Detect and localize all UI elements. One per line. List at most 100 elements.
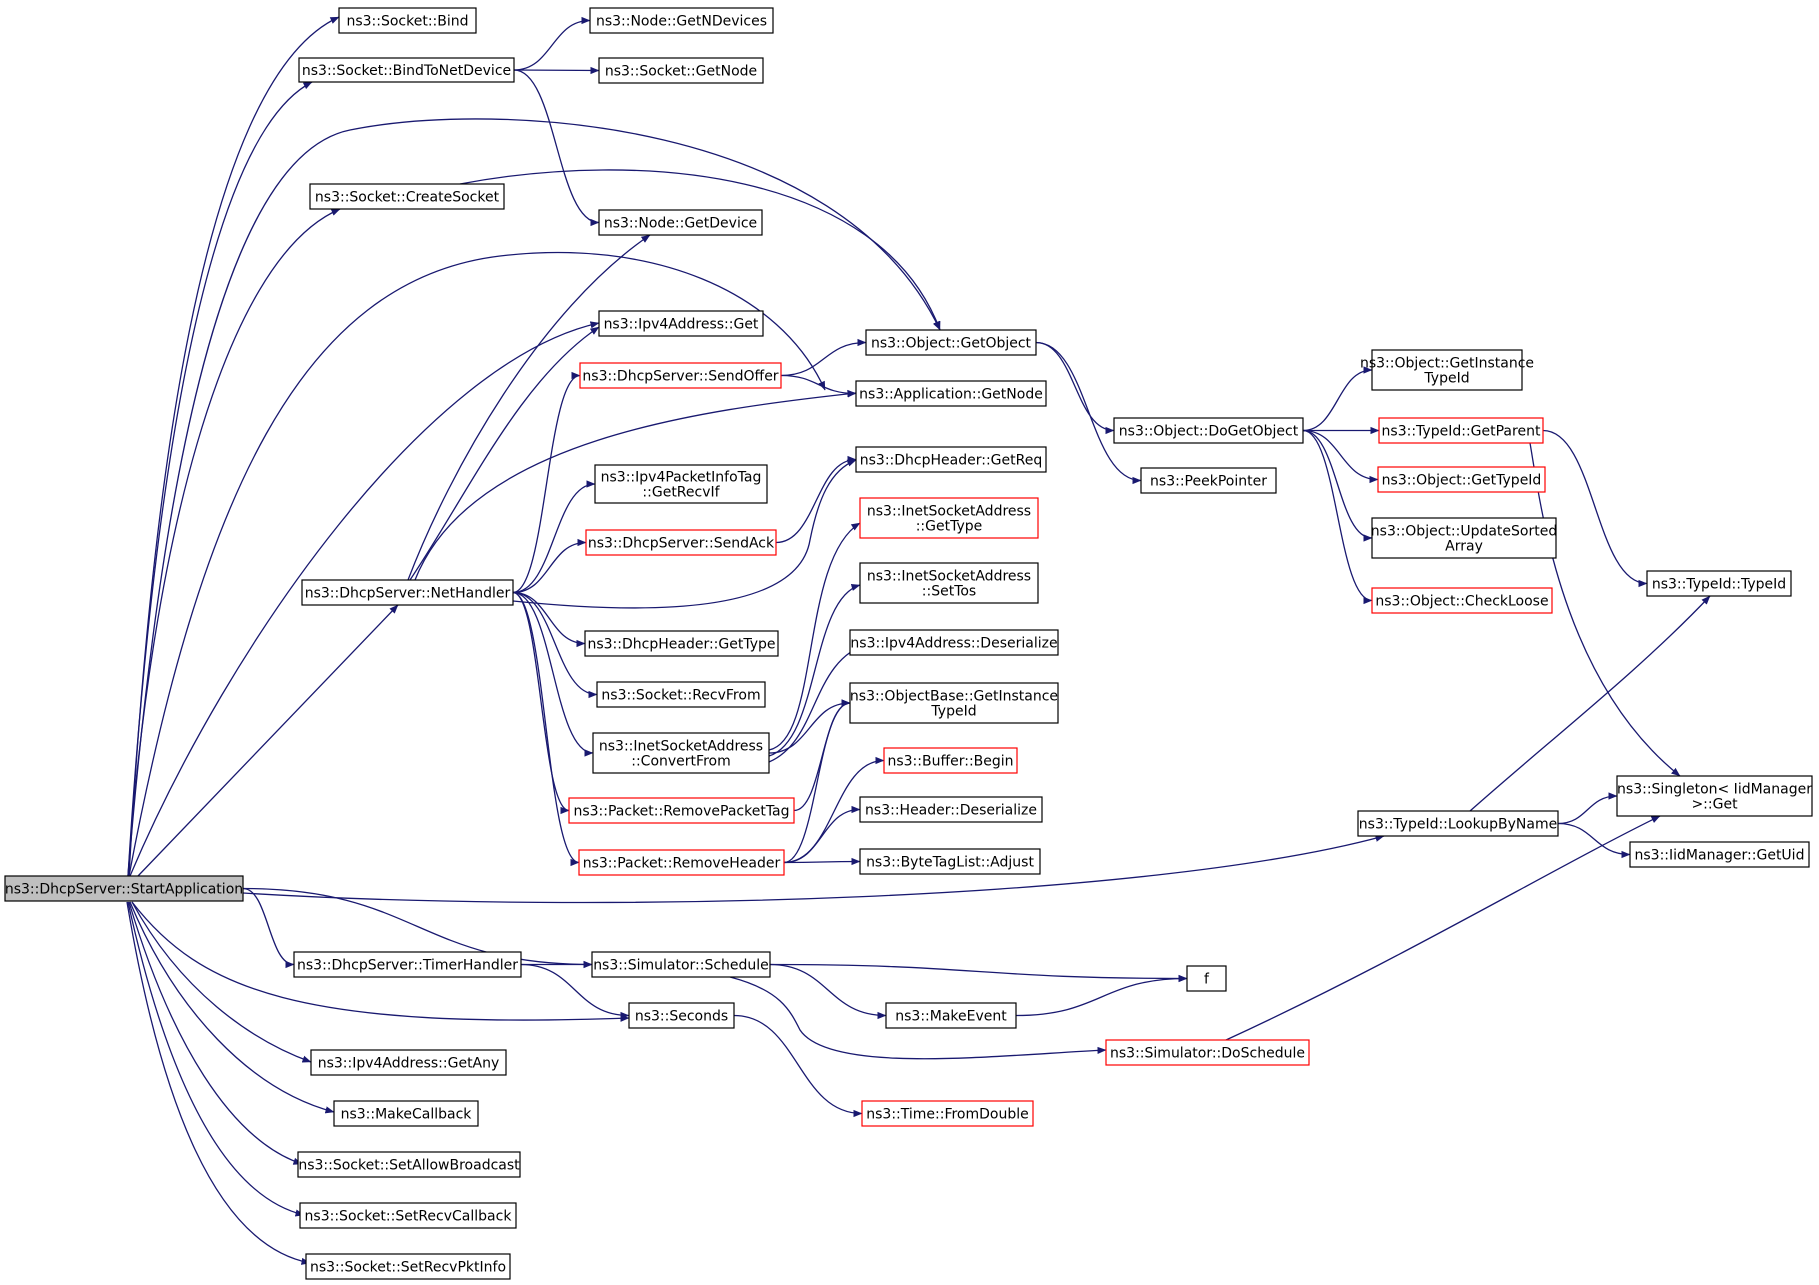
call-edge-makeEvent-to-f [1015,974,1188,1017]
node-label: ns3::Object::CheckLoose [1375,594,1548,610]
node-box [598,310,764,337]
node-box [596,681,766,708]
call-edge-root-to-seconds [131,901,630,1022]
node-box [885,1002,1017,1029]
node-label: ns3::TypeId::TypeId [1652,577,1786,593]
node-box [333,1100,479,1127]
function-node-doGetObject[interactable]: ns3::Object::DoGetObject [1113,417,1304,444]
node-label: ns3::Socket::GetNode [605,64,757,80]
function-node-bind[interactable]: ns3::Socket::Bind [338,7,477,34]
node-label: ::GetRecvIf [642,485,720,501]
function-node-setTos[interactable]: ns3::InetSocketAddress::SetTos [859,562,1039,604]
node-label: ns3::Object::GetObject [871,336,1032,352]
function-node-timerHandler[interactable]: ns3::DhcpServer::TimerHandler [293,951,522,978]
node-box [589,7,774,34]
function-node-makeCallback[interactable]: ns3::MakeCallback [333,1100,479,1127]
function-nodes: ns3::DhcpServer::StartApplicationns3::So… [4,7,1813,1280]
function-node-root[interactable]: ns3::DhcpServer::StartApplication [4,875,244,902]
function-node-getAny[interactable]: ns3::Ipv4Address::GetAny [310,1049,507,1076]
node-label: ns3::Socket::Bind [346,14,468,30]
function-node-convertFrom[interactable]: ns3::InetSocketAddress::ConvertFrom [592,732,770,774]
function-node-getRecvIf[interactable]: ns3::Ipv4PacketInfoTag::GetRecvIf [594,464,768,504]
function-node-seconds[interactable]: ns3::Seconds [628,1002,735,1029]
call-edge-root-to-getAny [131,901,312,1063]
call-edge-root-to-objGetObject [127,118,941,877]
node-box [293,951,522,978]
call-edge-root-to-bindToNetDevice [127,81,313,877]
call-edge-netHandler-to-nodeGetDevice [407,234,651,581]
function-node-ipv4Get[interactable]: ns3::Ipv4Address::Get [598,310,764,337]
function-node-doSchedule[interactable]: ns3::Simulator::DoSchedule [1105,1039,1310,1066]
function-node-inetGetType[interactable]: ns3::InetSocketAddress::GetType [859,497,1039,539]
node-label: ns3::Socket::CreateSocket [315,190,500,206]
function-node-checkLoose[interactable]: ns3::Object::CheckLoose [1371,587,1553,614]
function-node-lookupByName[interactable]: ns3::TypeId::LookupByName [1357,810,1559,837]
function-node-typeIdGetParent[interactable]: ns3::TypeId::GetParent [1378,417,1544,444]
function-node-sendOffer[interactable]: ns3::DhcpServer::SendOffer [579,362,782,389]
function-node-dhcpGetType[interactable]: ns3::DhcpHeader::GetType [584,630,779,657]
function-node-makeEvent[interactable]: ns3::MakeEvent [885,1002,1017,1029]
function-node-singletonGet[interactable]: ns3::Singleton< IidManager >::Get [1616,775,1813,817]
function-node-byteTagAdjust[interactable]: ns3::ByteTagList::Adjust [859,848,1041,875]
function-node-bindToNetDevice[interactable]: ns3::Socket::BindToNetDevice [298,57,515,83]
function-node-getReq[interactable]: ns3::DhcpHeader::GetReq [855,446,1047,473]
function-node-removePacketTag[interactable]: ns3::Packet::RemovePacketTag [568,797,795,824]
function-node-objGetTypeId[interactable]: ns3::Object::GetTypeId [1377,466,1546,493]
node-label: ns3::InetSocketAddress [867,504,1031,520]
call-edge-doGetObject-to-objGetTypeId [1302,429,1379,484]
function-node-removeHeader[interactable]: ns3::Packet::RemoveHeader [578,849,785,876]
node-label: ::ConvertFrom [631,754,730,770]
function-node-setAllowBroadcast[interactable]: ns3::Socket::SetAllowBroadcast [297,1151,521,1178]
function-node-typeIdTypeId[interactable]: ns3::TypeId::TypeId [1646,570,1792,597]
node-box [1113,417,1304,444]
node-label: ns3::Packet::RemovePacketTag [573,804,789,820]
node-label: TypeId [930,704,976,720]
function-node-getNDevices[interactable]: ns3::Node::GetNDevices [589,7,774,34]
function-node-recvFrom[interactable]: ns3::Socket::RecvFrom [596,681,766,708]
function-node-headerDeserialize[interactable]: ns3::Header::Deserialize [859,796,1043,823]
function-node-simSchedule[interactable]: ns3::Simulator::Schedule [591,951,771,978]
node-label: ns3::TypeId::LookupByName [1359,817,1557,833]
call-edge-lookupByName-to-singletonGet [1557,792,1618,825]
call-edge-convertFrom-to-setTos [768,584,861,757]
node-box [4,875,244,902]
function-node-appGetNode[interactable]: ns3::Application::GetNode [855,380,1047,407]
function-node-timeFromDouble[interactable]: ns3::Time::FromDouble [861,1100,1034,1127]
node-label: ns3::DhcpServer::SendOffer [582,369,778,385]
call-edge-objGetObject-to-doGetObject [1035,341,1115,435]
call-edge-objGetObject-to-peekPointer [1035,341,1142,485]
call-edge-removeHeader-to-byteTagAdjust [783,857,861,866]
node-label: ns3::Node::GetNDevices [596,14,767,30]
node-box [1186,965,1227,992]
node-box [591,951,771,978]
node-label: ns3::Socket::SetAllowBroadcast [298,1158,520,1174]
function-node-socketGetNode[interactable]: ns3::Socket::GetNode [598,57,764,84]
function-node-bufferBegin[interactable]: ns3::Buffer::Begin [883,747,1018,774]
node-label: ns3::Simulator::DoSchedule [1110,1046,1305,1062]
call-edge-root-to-ipv4Get [129,321,600,877]
node-label: ns3::Socket::SetRecvPktInfo [310,1260,506,1276]
function-node-setRecvPktInfo[interactable]: ns3::Socket::SetRecvPktInfo [305,1253,511,1280]
node-box [598,209,763,236]
function-node-peekPointer[interactable]: ns3::PeekPointer [1140,467,1277,494]
node-label: ns3::MakeCallback [341,1107,473,1123]
function-node-createSocket[interactable]: ns3::Socket::CreateSocket [309,183,505,210]
node-box [297,1151,521,1178]
node-label: ns3::Packet::RemoveHeader [583,856,781,872]
function-node-ipv4Deserialize[interactable]: ns3::Ipv4Address::Deserialize [849,629,1059,656]
function-node-objGetObject[interactable]: ns3::Object::GetObject [865,329,1037,356]
function-node-netHandler[interactable]: ns3::DhcpServer::NetHandler [301,579,514,606]
function-node-setRecvCallback[interactable]: ns3::Socket::SetRecvCallback [299,1202,517,1229]
node-box [859,796,1043,823]
function-node-sendAck[interactable]: ns3::DhcpServer::SendAck [585,529,777,556]
function-node-f[interactable]: f [1186,965,1227,992]
node-box [594,464,768,504]
node-box [883,747,1018,774]
call-edge-removeHeader-to-objBaseGetInstanceTypeId [783,699,851,864]
function-node-nodeGetDevice[interactable]: ns3::Node::GetDevice [598,209,763,236]
node-box [859,497,1039,539]
function-node-iidGetUid[interactable]: ns3::IidManager::GetUid [1629,841,1810,868]
